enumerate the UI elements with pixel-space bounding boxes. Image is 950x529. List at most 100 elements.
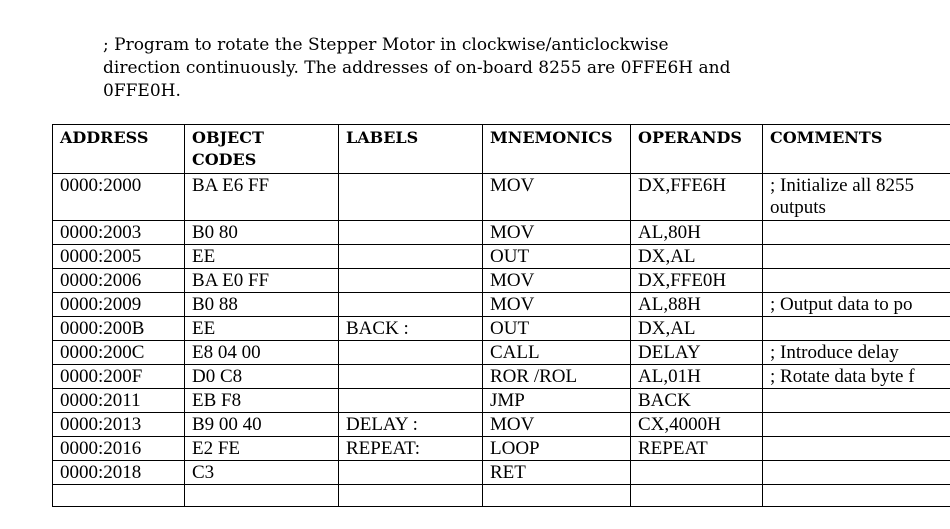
cell-comment — [762, 436, 950, 461]
table-row: 0000:2006 BA E0 FF MOV DX,FFE0H — [52, 268, 950, 293]
table-row: 0000:2018 C3 RET — [52, 460, 950, 485]
table-header-row: ADDRESS OBJECT CODES LABELS MNEMONICS OP… — [52, 124, 950, 174]
cell-label — [338, 292, 483, 317]
cell-address: 0000:2011 — [52, 388, 185, 413]
table-row: 0000:2003 B0 80 MOV AL,80H — [52, 220, 950, 245]
cell-address: 0000:2013 — [52, 412, 185, 437]
empty-table-row — [52, 484, 950, 507]
cell-label — [338, 460, 483, 485]
cell-operand: AL,01H — [630, 364, 763, 389]
cell-mnemonic: MOV — [482, 220, 631, 245]
cell-mnemonic: MOV — [482, 292, 631, 317]
cell-address: 0000:2006 — [52, 268, 185, 293]
header-object-codes: OBJECT CODES — [184, 124, 339, 174]
cell-mnemonic: LOOP — [482, 436, 631, 461]
table-row: 0000:2009 B0 88 MOV AL,88H ; Output data… — [52, 292, 950, 317]
cell-label — [338, 340, 483, 365]
cell-label — [338, 364, 483, 389]
description-line-1: ; Program to rotate the Stepper Motor in… — [103, 35, 669, 55]
assembly-program-table: ADDRESS OBJECT CODES LABELS MNEMONICS OP… — [52, 124, 950, 507]
cell-operand: AL,88H — [630, 292, 763, 317]
cell-operand: DELAY — [630, 340, 763, 365]
header-comments: COMMENTS — [762, 124, 950, 174]
cell-object-code: B9 00 40 — [184, 412, 339, 437]
cell-operand: AL,80H — [630, 220, 763, 245]
cell-empty — [52, 484, 185, 507]
cell-comment — [762, 316, 950, 341]
cell-label: DELAY : — [338, 412, 483, 437]
cell-address: 0000:200B — [52, 316, 185, 341]
header-operands: OPERANDS — [630, 124, 763, 174]
cell-object-code: EE — [184, 244, 339, 269]
cell-address: 0000:2003 — [52, 220, 185, 245]
cell-empty — [630, 484, 763, 507]
cell-operand: DX,FFE0H — [630, 268, 763, 293]
cell-operand: REPEAT — [630, 436, 763, 461]
table-row: 0000:200B EE BACK : OUT DX,AL — [52, 316, 950, 341]
table-row: 0000:2000 BA E6 FF MOV DX,FFE6H ; Initia… — [52, 173, 950, 221]
cell-object-code: BA E0 FF — [184, 268, 339, 293]
cell-label — [338, 220, 483, 245]
cell-object-code: EE — [184, 316, 339, 341]
cell-mnemonic: JMP — [482, 388, 631, 413]
cell-comment — [762, 268, 950, 293]
cell-mnemonic: RET — [482, 460, 631, 485]
cell-empty — [482, 484, 631, 507]
cell-mnemonic: OUT — [482, 316, 631, 341]
cell-operand: DX,AL — [630, 316, 763, 341]
cell-mnemonic: OUT — [482, 244, 631, 269]
header-labels: LABELS — [338, 124, 483, 174]
cell-operand: CX,4000H — [630, 412, 763, 437]
table-row: 0000:2013 B9 00 40 DELAY : MOV CX,4000H — [52, 412, 950, 437]
table-row: 0000:200C E8 04 00 CALL DELAY ; Introduc… — [52, 340, 950, 365]
cell-object-code: E2 FE — [184, 436, 339, 461]
cell-mnemonic: MOV — [482, 173, 631, 221]
cell-address: 0000:2005 — [52, 244, 185, 269]
cell-address: 0000:2000 — [52, 173, 185, 221]
cell-comment: ; Introduce delay — [762, 340, 950, 365]
cell-comment: ; Output data to po — [762, 292, 950, 317]
table-row: 0000:200F D0 C8 ROR /ROL AL,01H ; Rotate… — [52, 364, 950, 389]
program-description: ; Program to rotate the Stepper Motor in… — [103, 34, 863, 103]
table-row: 0000:2005 EE OUT DX,AL — [52, 244, 950, 269]
cell-object-code: D0 C8 — [184, 364, 339, 389]
cell-object-code: E8 04 00 — [184, 340, 339, 365]
cell-label: REPEAT: — [338, 436, 483, 461]
description-line-3: 0FFE0H. — [103, 81, 181, 101]
cell-comment: ; Initialize all 8255 outputs — [762, 173, 950, 221]
cell-label — [338, 388, 483, 413]
cell-label — [338, 244, 483, 269]
cell-mnemonic: CALL — [482, 340, 631, 365]
cell-operand — [630, 460, 763, 485]
cell-comment — [762, 388, 950, 413]
table-row: 0000:2011 EB F8 JMP BACK — [52, 388, 950, 413]
cell-label — [338, 268, 483, 293]
cell-label: BACK : — [338, 316, 483, 341]
cell-comment — [762, 412, 950, 437]
cell-comment: ; Rotate data byte f — [762, 364, 950, 389]
cell-operand: DX,FFE6H — [630, 173, 763, 221]
cell-address: 0000:2009 — [52, 292, 185, 317]
header-mnemonics: MNEMONICS — [482, 124, 631, 174]
header-address: ADDRESS — [52, 124, 185, 174]
cell-mnemonic: ROR /ROL — [482, 364, 631, 389]
cell-operand: BACK — [630, 388, 763, 413]
cell-address: 0000:2016 — [52, 436, 185, 461]
cell-address: 0000:2018 — [52, 460, 185, 485]
cell-empty — [184, 484, 339, 507]
cell-address: 0000:200C — [52, 340, 185, 365]
cell-object-code: BA E6 FF — [184, 173, 339, 221]
cell-empty — [338, 484, 483, 507]
cell-object-code: B0 88 — [184, 292, 339, 317]
cell-object-code: C3 — [184, 460, 339, 485]
cell-address: 0000:200F — [52, 364, 185, 389]
table-row: 0000:2016 E2 FE REPEAT: LOOP REPEAT — [52, 436, 950, 461]
cell-object-code: EB F8 — [184, 388, 339, 413]
cell-comment — [762, 460, 950, 485]
cell-object-code: B0 80 — [184, 220, 339, 245]
cell-mnemonic: MOV — [482, 412, 631, 437]
cell-operand: DX,AL — [630, 244, 763, 269]
cell-label — [338, 173, 483, 221]
cell-comment — [762, 244, 950, 269]
description-line-2: direction continuously. The addresses of… — [103, 58, 731, 78]
